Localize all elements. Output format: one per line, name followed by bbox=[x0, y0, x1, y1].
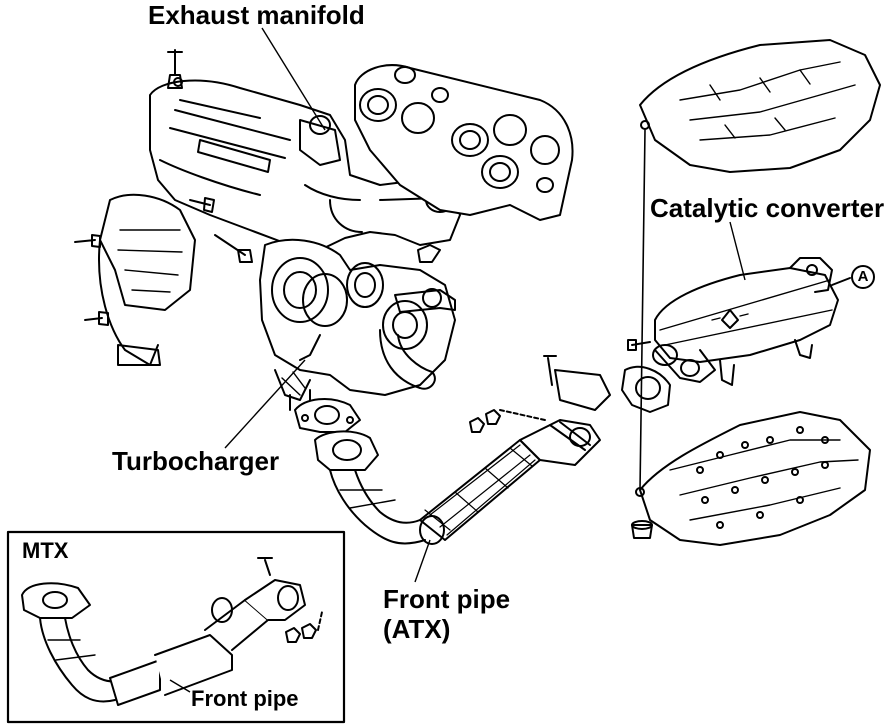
lower-heat-shield-part bbox=[631, 411, 871, 546]
turbocharger-label: Turbocharger bbox=[112, 446, 280, 476]
upper-heat-shield-part bbox=[639, 39, 881, 173]
turbo-outlet-gasket-part bbox=[294, 398, 361, 433]
alignment-line bbox=[639, 129, 646, 491]
turbocharger-part bbox=[259, 238, 456, 411]
front-pipe-atx-label: Front pipe bbox=[383, 584, 511, 614]
front-pipe-mtx-label: Front pipe bbox=[191, 686, 299, 711]
mtx-label: MTX bbox=[22, 538, 69, 563]
catalytic-converter-label: Catalytic converter bbox=[650, 193, 885, 223]
catalytic-converter-part bbox=[621, 257, 851, 413]
manifold-gasket-part bbox=[354, 64, 574, 221]
front-pipe-atx-part bbox=[314, 355, 611, 545]
exhaust-manifold-label: Exhaust manifold bbox=[148, 0, 365, 30]
callout-a-marker: A bbox=[851, 265, 875, 289]
atx-label: (ATX) bbox=[383, 614, 451, 644]
